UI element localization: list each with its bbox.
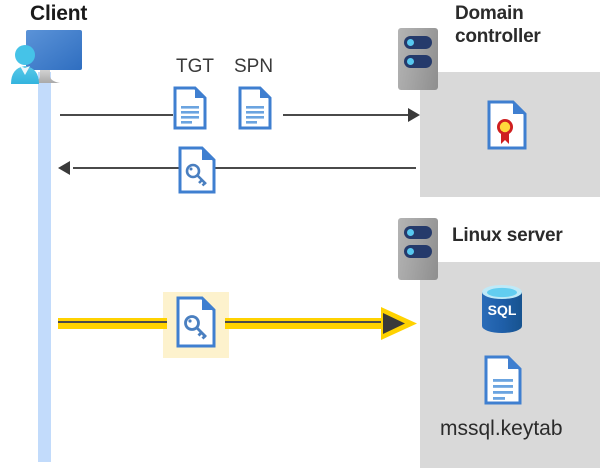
server-bay-icon (404, 245, 432, 258)
sql-database-icon: SQL (480, 283, 524, 335)
response-arrow-head (58, 161, 70, 175)
response-arrow-segment-right (228, 167, 416, 169)
request-arrow-segment-left (60, 114, 173, 116)
tgt-label: TGT (176, 56, 214, 77)
client-computer-icon (8, 28, 86, 86)
domain-controller-title: Domain controller (455, 2, 595, 48)
spn-document-icon (238, 86, 272, 130)
request-arrow-segment-right (283, 114, 411, 116)
service-ticket-key-document-icon (176, 296, 216, 348)
domain-controller-title-line1: Domain (455, 3, 524, 24)
keytab-document-icon (484, 355, 522, 405)
service-ticket-arrow-segment-left (58, 318, 167, 329)
domain-controller-title-line2: controller (455, 26, 541, 47)
linux-server-server-icon (398, 218, 438, 280)
client-title: Client (30, 2, 88, 25)
tgt-document-icon (173, 86, 207, 130)
server-bay-icon (404, 36, 432, 49)
domain-controller-server-icon (398, 28, 438, 90)
sql-icon-label: SQL (488, 302, 517, 318)
linux-server-title: Linux server (452, 225, 563, 246)
certificate-document-icon (487, 100, 527, 150)
response-key-document-icon (178, 146, 216, 194)
service-ticket-arrow-segment-right (225, 318, 385, 329)
keytab-filename-label: mssql.keytab (440, 417, 563, 440)
spn-label: SPN (234, 56, 274, 77)
client-lifeline (38, 72, 51, 462)
request-arrow-head (408, 108, 420, 122)
server-bay-icon (404, 55, 432, 68)
server-bay-icon (404, 226, 432, 239)
response-arrow-segment-left (73, 167, 233, 169)
service-ticket-arrow-head (381, 305, 417, 342)
